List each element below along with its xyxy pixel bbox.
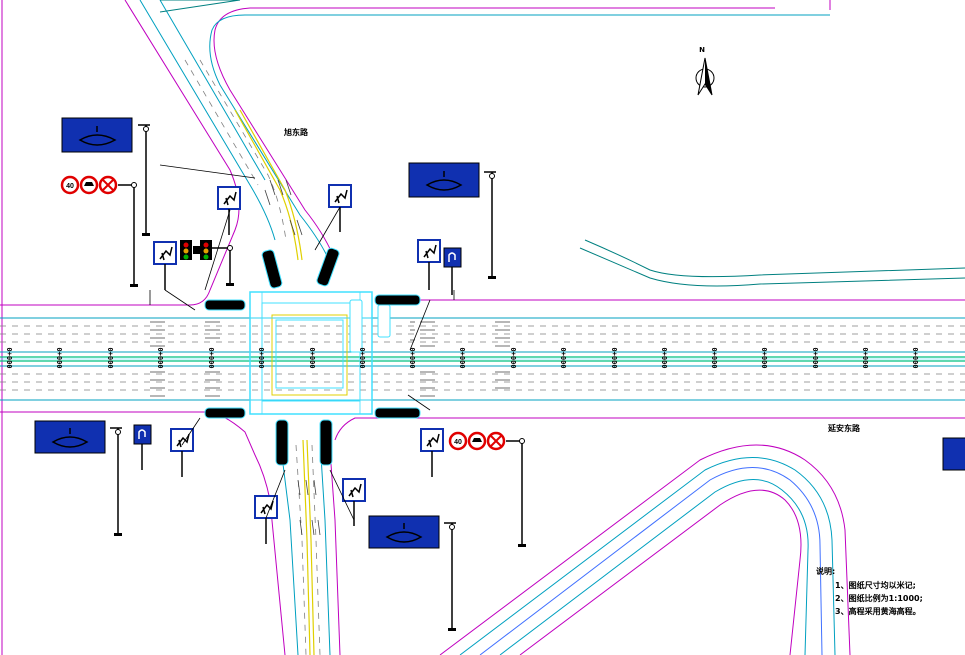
lane-arrows: [150, 179, 510, 536]
u-turn-sign-icon: [133, 424, 152, 470]
notes-block: 说明: 1、图纸尺寸均以米记; 2、图纸比例为1:1000; 3、高程采用黄海高…: [816, 566, 923, 616]
center-lines: [0, 109, 965, 655]
notes-line: 3、高程采用黄海高程。: [835, 606, 921, 616]
station-label: 000+0: [56, 347, 64, 368]
lane-guide-sign-icon: [420, 428, 444, 477]
svg-text:N: N: [699, 46, 705, 54]
station-label: 000+0: [157, 347, 165, 368]
crosswalk-bars: [204, 247, 421, 466]
station-label: 000+0: [912, 347, 920, 368]
traffic-signal-icon: [180, 240, 234, 286]
intersection-core: [249, 291, 373, 415]
direction-sign-nw: [61, 117, 150, 236]
station-label: 000+0: [309, 347, 317, 368]
lane-guide-sign-icon: [217, 186, 241, 235]
u-turn-sign-icon: [443, 247, 462, 295]
station-label: 000+0: [761, 347, 769, 368]
station-label: 000+0: [611, 347, 619, 368]
direction-sign-e-partial: [942, 437, 965, 471]
lane-dashes: [0, 59, 965, 655]
station-label: 000+0: [862, 347, 870, 368]
direction-sign-ne: [408, 162, 496, 279]
station-label: 000+0: [107, 347, 115, 368]
lane-guide-sign-icon: [170, 428, 194, 477]
notes-line: 1、图纸尺寸均以米记;: [835, 580, 916, 590]
lane-sign-icons: [133, 184, 462, 544]
lane-guide-sign-icon: [328, 184, 352, 232]
station-label: 000+0: [459, 347, 467, 368]
north-arrow-icon: N: [695, 46, 715, 96]
lane-guide-sign-icon: [153, 241, 177, 290]
station-label: 000+0: [359, 347, 367, 368]
road-name-east: 延安东路: [827, 423, 861, 433]
notes-title: 说明:: [816, 566, 835, 576]
station-labels: 000+0 000+0 000+0 000+0 000+0 000+0 000+…: [6, 347, 920, 368]
station-label: 000+0: [812, 347, 820, 368]
station-label: 000+0: [510, 347, 518, 368]
notes-line: 2、图纸比例为1:1000;: [835, 593, 923, 603]
svg-text:40: 40: [66, 183, 74, 190]
station-label: 000+0: [208, 347, 216, 368]
station-label: 000+0: [661, 347, 669, 368]
lane-guide-sign-icon: [342, 478, 366, 526]
speed-sign-group-nw: 40: [60, 175, 138, 287]
direction-sign-se: [368, 515, 456, 631]
station-label: 000+0: [6, 347, 14, 368]
station-label: 000+0: [711, 347, 719, 368]
road-name-north: 旭东路: [283, 127, 309, 137]
direction-sign-sw: [34, 420, 122, 536]
speed-sign-group-se: 40: [448, 431, 526, 547]
leader-lines: [149, 164, 455, 521]
station-label: 000+0: [258, 347, 266, 368]
station-label: 000+0: [560, 347, 568, 368]
lane-guide-sign-icon: [254, 495, 278, 544]
station-label: 000+0: [409, 347, 417, 368]
svg-text:40: 40: [454, 439, 462, 446]
lane-guide-sign-icon: [417, 239, 441, 290]
